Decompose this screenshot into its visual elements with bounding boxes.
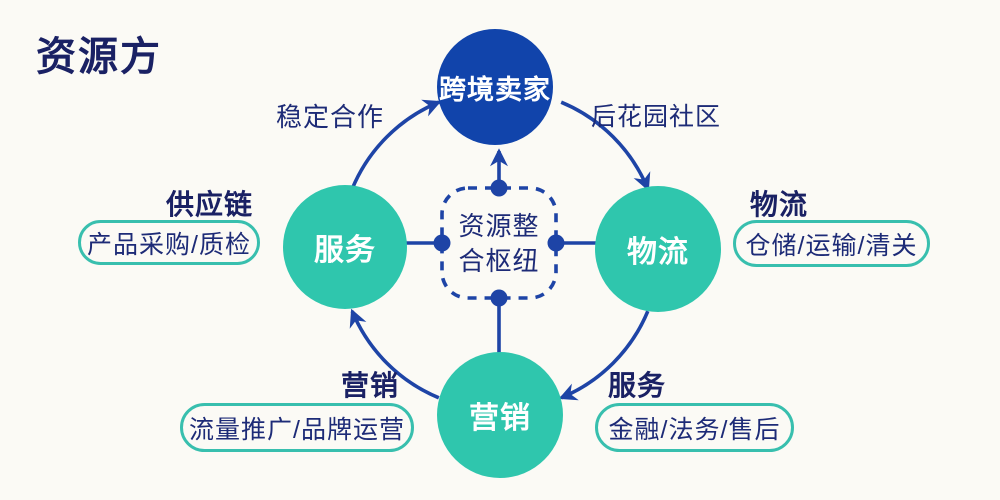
edge-label-backyard-community: 后花园社区 (591, 103, 722, 131)
node-marketing-circle (437, 352, 563, 478)
heading-logistics: 物流 (750, 189, 809, 220)
node-service-circle (283, 185, 407, 309)
pill-logistics: 仓储/运输/清关 (733, 220, 930, 267)
pill-service: 金融/法务/售后 (595, 403, 794, 452)
node-label-logistics: 物流 (627, 236, 689, 269)
node-label-marketing: 营销 (469, 402, 531, 435)
arc-sellers-to-logistics (560, 100, 651, 192)
heading-service: 服务 (608, 370, 667, 401)
hub-dot-right (547, 234, 565, 252)
node-label-service: 服务 (314, 234, 376, 267)
edge-label-stable-cooperation: 稳定合作 (276, 102, 385, 132)
node-cross-border-sellers-circle (437, 29, 553, 145)
hub-label: 资源整合枢纽 (458, 210, 540, 276)
heading-marketing: 营销 (341, 370, 400, 401)
node-logistics-circle (595, 186, 721, 312)
page-title: 资源方 (36, 35, 162, 79)
hub-dot-left (433, 234, 451, 252)
pill-supply-chain: 产品采购/质检 (78, 220, 260, 265)
hub-dot-bottom (490, 289, 508, 307)
heading-supply-chain: 供应链 (166, 189, 254, 220)
pill-marketing: 流量推广/品牌运营 (180, 403, 414, 452)
hub-dot-top (490, 179, 508, 197)
arc-logistics-to-marketing (558, 310, 650, 401)
arc-marketing-to-service (349, 308, 440, 400)
arc-service-to-sellers (350, 99, 442, 190)
node-label-cross-border-sellers: 跨境卖家 (439, 74, 551, 105)
